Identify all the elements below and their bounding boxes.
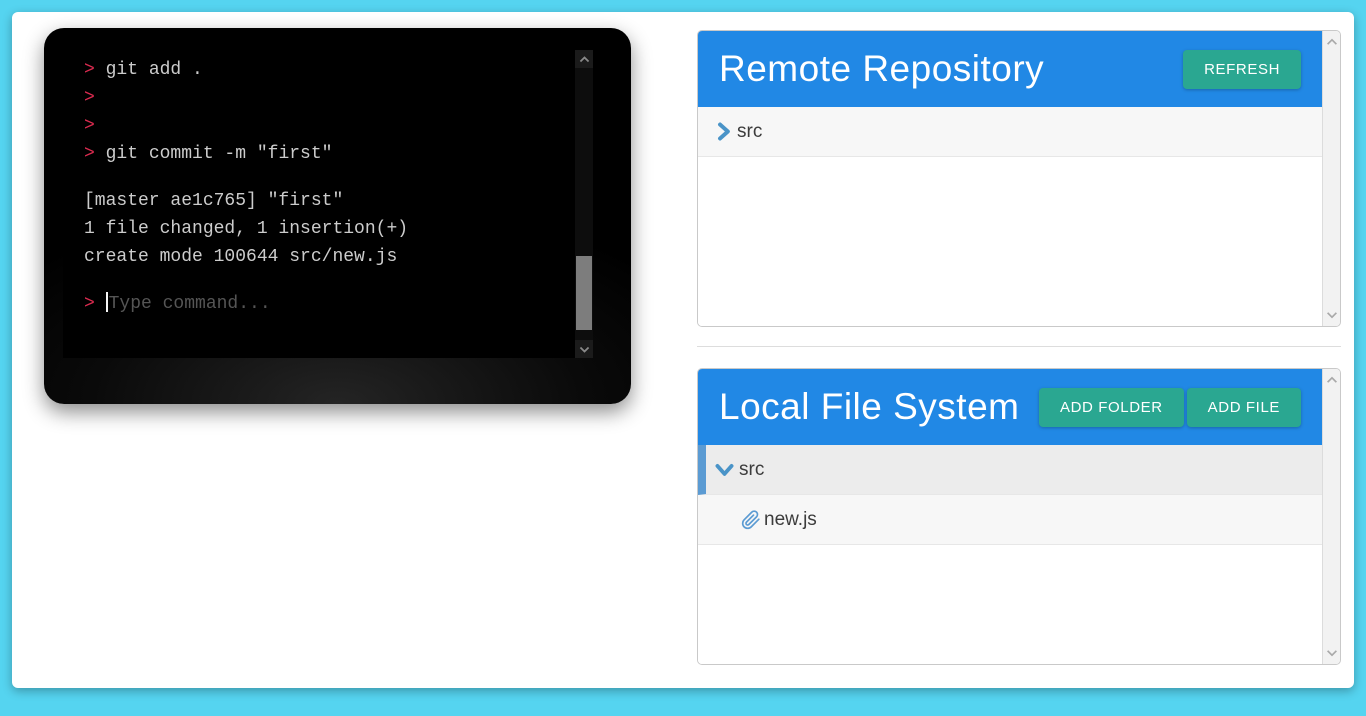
terminal-line-text: 1 file changed, 1 insertion(+) bbox=[84, 219, 409, 239]
tree-item-label: src bbox=[737, 120, 763, 142]
terminal-prompt: > bbox=[84, 88, 106, 108]
terminal-command-line: > bbox=[84, 112, 575, 140]
remote-header-buttons: REFRESH bbox=[1183, 49, 1301, 89]
terminal-output-line: create mode 100644 src/new.js bbox=[84, 243, 575, 271]
scrollbar-thumb[interactable] bbox=[576, 256, 592, 331]
terminal-command-line: > bbox=[84, 84, 575, 112]
terminal-prompt: > bbox=[84, 144, 106, 164]
terminal-scrollbar[interactable] bbox=[575, 50, 593, 358]
chevron-up-icon bbox=[1326, 376, 1337, 383]
paperclip-icon bbox=[741, 509, 761, 530]
local-file-tree: src new.js bbox=[698, 445, 1322, 664]
chevron-down-icon bbox=[1326, 650, 1337, 657]
chevron-down-icon bbox=[1326, 312, 1337, 319]
refresh-button[interactable]: REFRESH bbox=[1183, 49, 1301, 89]
terminal-output-line: 1 file changed, 1 insertion(+) bbox=[84, 215, 575, 243]
terminal-line-text: git add . bbox=[105, 60, 203, 80]
terminal-output-line: [master ae1c765] "first" bbox=[84, 187, 575, 215]
scroll-down-button[interactable] bbox=[1323, 306, 1340, 324]
scroll-up-button[interactable] bbox=[575, 50, 593, 68]
terminal-output: > git add .> > > git commit -m "first"[m… bbox=[63, 50, 575, 358]
tree-item-src[interactable]: src bbox=[698, 107, 1322, 157]
add-folder-button[interactable]: ADD FOLDER bbox=[1038, 387, 1184, 427]
terminal-input-placeholder: Type command... bbox=[108, 294, 271, 314]
terminal-prompt: > bbox=[84, 60, 106, 80]
chevron-down-icon bbox=[579, 346, 589, 353]
add-file-button[interactable]: ADD FILE bbox=[1186, 387, 1301, 427]
terminal-prompt: > bbox=[84, 116, 106, 136]
chevron-up-icon bbox=[579, 55, 589, 62]
remote-repository-header: Remote Repository REFRESH bbox=[698, 31, 1322, 107]
chevron-down-icon[interactable] bbox=[713, 459, 736, 480]
tree-item-label: src bbox=[739, 458, 765, 480]
terminal-input-line[interactable]: > Type command... bbox=[84, 290, 575, 318]
panel-title: Local File System bbox=[719, 386, 1020, 427]
panel-divider bbox=[697, 346, 1341, 347]
remote-panel-scrollbar[interactable] bbox=[1322, 31, 1340, 326]
terminal-screen[interactable]: > git add .> > > git commit -m "first"[m… bbox=[63, 50, 593, 358]
terminal-line-text: git commit -m "first" bbox=[105, 144, 333, 164]
scroll-up-button[interactable] bbox=[1323, 371, 1340, 389]
scroll-up-button[interactable] bbox=[1323, 33, 1340, 51]
terminal-command-line: > git add . bbox=[84, 56, 575, 84]
remote-repository-panel: Remote Repository REFRESH src bbox=[697, 30, 1341, 327]
chevron-up-icon bbox=[1326, 38, 1337, 45]
app-content-area: > git add .> > > git commit -m "first"[m… bbox=[12, 12, 1354, 688]
tree-item-label: new.js bbox=[764, 508, 817, 530]
panel-title: Remote Repository bbox=[719, 48, 1045, 89]
terminal-command-line: > git commit -m "first" bbox=[84, 140, 575, 168]
text-cursor bbox=[105, 292, 108, 312]
scroll-down-button[interactable] bbox=[1323, 644, 1340, 662]
terminal-line-text: create mode 100644 src/new.js bbox=[84, 247, 398, 267]
local-panel-scrollbar[interactable] bbox=[1322, 369, 1340, 664]
scroll-down-button[interactable] bbox=[575, 340, 593, 358]
remote-file-tree: src bbox=[698, 107, 1322, 326]
tree-item-src[interactable]: src bbox=[698, 445, 1322, 495]
terminal-window: > git add .> > > git commit -m "first"[m… bbox=[44, 28, 631, 404]
tree-item-new-js[interactable]: new.js bbox=[698, 495, 1322, 545]
terminal-line-text: [master ae1c765] "first" bbox=[84, 191, 344, 211]
terminal-prompt: > bbox=[84, 294, 106, 314]
chevron-right-icon[interactable] bbox=[713, 121, 734, 142]
